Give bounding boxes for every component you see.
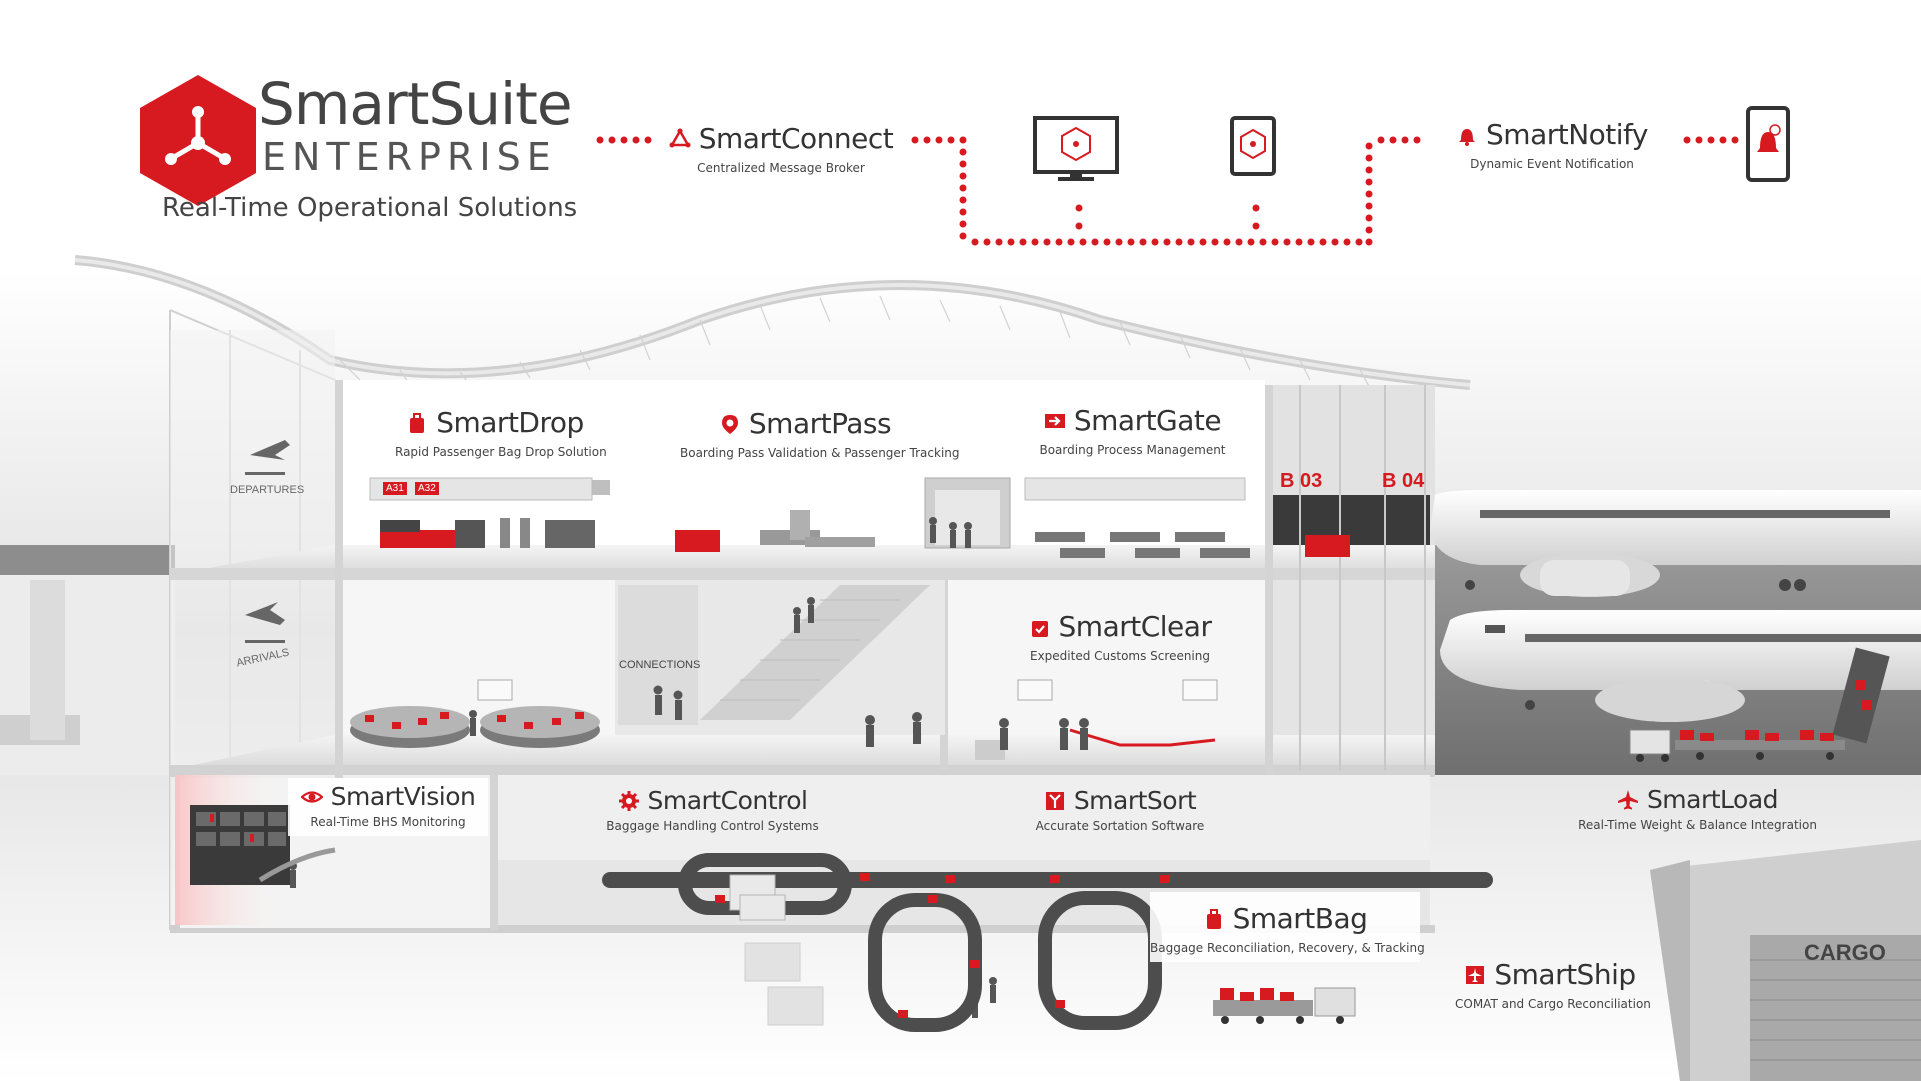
phone-icon [1746,106,1790,182]
smartgate-title: SmartGate [1073,404,1222,437]
boarding-pass-scanner [675,510,875,552]
gear-icon [618,790,639,811]
smartvision-title: SmartVision [330,782,476,811]
smartbag-title: SmartBag [1232,902,1368,935]
smartdrop-label: SmartDrop Rapid Passenger Bag Drop Solut… [395,406,607,459]
control-room [175,775,336,925]
network-connectors [596,136,1739,246]
checkin-sign-a32: A32 [415,482,439,495]
smartpass-desc: Boarding Pass Validation & Passenger Tra… [680,446,960,460]
aircraft-1 [1430,490,1921,597]
gate-b04-label: B 04 [1382,470,1425,492]
smartclear-label: SmartClear Expedited Customs Screening [1020,610,1220,663]
gate-door [924,477,1011,549]
smartpass-title: SmartPass [748,407,892,440]
smartload-desc: Real-Time Weight & Balance Integration [1578,818,1817,832]
smartcontrol-desc: Baggage Handling Control Systems [606,819,819,833]
monitor-icon [1033,116,1119,181]
smartgate-label: SmartGate Boarding Process Management [1030,404,1235,457]
smartload-label: SmartLoad Real-Time Weight & Balance Int… [1575,785,1820,832]
tarmac-carts [1629,729,1845,762]
airplane-icon [1617,789,1638,809]
cargo-plane-icon [1466,965,1485,984]
smartcontrol-label: SmartControl Baggage Handling Control Sy… [600,786,825,833]
bhs-blocks [744,942,824,1026]
smartcontrol-title: SmartControl [647,786,809,815]
location-pin-icon [721,414,738,434]
departures-icon [245,440,290,475]
smartclear-title: SmartClear [1058,610,1212,643]
smartnotify-desc: Dynamic Event Notification [1470,157,1634,171]
gate-counter [1305,535,1350,557]
customs-barrier [975,728,1216,760]
smartsort-desc: Accurate Sortation Software [1035,819,1205,833]
tablet-icon [1230,116,1276,176]
cargo-label: CARGO [1804,940,1886,965]
arrivals-icon [245,602,285,643]
aircraft-2 [1440,610,1921,744]
smartsort-title: SmartSort [1073,786,1197,815]
smartbag-desc: Baggage Reconciliation, Recovery, & Trac… [1150,941,1425,955]
smartship-title: SmartShip [1494,958,1636,991]
smartbag-label: SmartBag Baggage Reconciliation, Recover… [1150,892,1425,962]
smartconnect-desc: Centralized Message Broker [697,161,865,175]
cargo-hangar [1650,840,1921,1081]
smartclear-desc: Expedited Customs Screening [1029,649,1210,663]
smartnotify-card: SmartNotify Dynamic Event Notification [1432,108,1672,186]
smartload-title: SmartLoad [1646,785,1779,814]
smartdrop-desc: Rapid Passenger Bag Drop Solution [395,445,607,459]
brand-edition: ENTERPRISE [262,135,557,179]
bell-icon [1459,128,1476,146]
smartship-desc: COMAT and Cargo Reconciliation [1455,997,1651,1011]
terminal-building [170,380,1435,933]
smartsuite-logo-hexagon [140,75,256,206]
smartpass-label: SmartPass Boarding Pass Validation & Pas… [680,407,960,460]
smartvision-label: SmartVision Real-Time BHS Monitoring [288,778,488,836]
departures-label: DEPARTURES [230,484,305,496]
smartconnect-card: SmartConnect Centralized Message Broker [660,112,902,190]
smartship-label: SmartShip COMAT and Cargo Reconciliation [1455,958,1651,1011]
smartnotify-title: SmartNotify [1486,118,1648,151]
gate-b03-label: B 03 [1280,470,1323,492]
smartvision-desc: Real-Time BHS Monitoring [310,815,466,829]
smartconnect-title: SmartConnect [698,122,894,155]
smartsort-label: SmartSort Accurate Sortation Software [1020,786,1220,833]
luggage-icon [410,412,425,433]
baggage-carousels [350,679,1218,748]
bag-icon [1206,908,1221,929]
gate-arrow-icon [1044,413,1065,428]
baggage-carts [1213,987,1356,1024]
network-icon [669,127,691,147]
eye-icon [300,790,323,803]
brand-name: SmartSuite [258,70,573,138]
checkin-sign-a31: A31 [383,482,407,495]
brand-tagline: Real-Time Operational Solutions [162,193,578,223]
smartgate-desc: Boarding Process Management [1039,443,1226,457]
check-luggage-icon [1031,620,1048,637]
sort-icon [1045,791,1064,810]
connections-label: CONNECTIONS [619,659,701,671]
waiting-seats [1035,532,1250,558]
smartdrop-title: SmartDrop [436,406,584,439]
